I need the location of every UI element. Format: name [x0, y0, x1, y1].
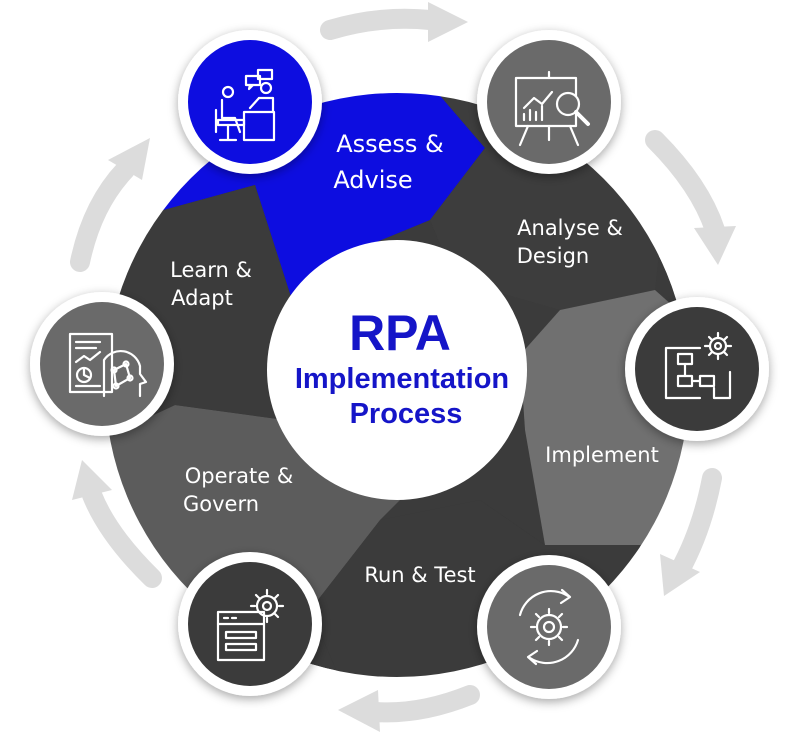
step-label-assess-line1: Assess & [336, 130, 444, 158]
arrow-top [320, 8, 440, 40]
step-node-analyse-design[interactable] [477, 30, 621, 174]
center-circle [267, 240, 527, 500]
arrow-right-upper-head [694, 226, 736, 265]
step-node-assess-advise[interactable] [178, 30, 322, 174]
arrow-left-lower [82, 485, 162, 588]
step-label-analyse-line2: Design [517, 244, 590, 268]
step-node-learn-adapt[interactable] [30, 292, 174, 436]
report-ai-head-icon [68, 332, 148, 398]
arrow-left-upper-head [108, 138, 150, 180]
center-subtitle-line2: Process [350, 398, 463, 430]
flowchart-gear-icon [664, 331, 733, 400]
step-node-implement[interactable] [625, 297, 769, 441]
arrow-bottom-head [338, 690, 380, 732]
step-label-analyse-line1: Analyse & [517, 216, 623, 240]
step-node-run-test[interactable] [477, 555, 621, 699]
gear-cycle-icon [518, 588, 580, 666]
arrow-right-upper [645, 130, 725, 240]
step-label-assess-line2: Advise [333, 166, 412, 194]
center-title: RPA [349, 305, 451, 361]
step-label-operate-line1: Operate & [185, 464, 294, 488]
arrow-left-upper [70, 160, 135, 272]
window-gear-icon [216, 588, 285, 662]
center-subtitle-line1: Implementation [295, 363, 509, 395]
arrow-right-lower-head [660, 554, 700, 596]
arrow-top-head [428, 2, 468, 42]
presentation-analysis-icon [514, 70, 590, 147]
consultation-icon [214, 68, 276, 142]
segment-analyse-design [418, 93, 665, 310]
step-label-run-test: Run & Test [364, 563, 475, 587]
segment-assess-advise [120, 93, 485, 300]
step-label-operate-line2: Govern [183, 492, 259, 516]
step-label-learn-line1: Learn & [170, 258, 252, 282]
arrow-bottom [365, 685, 480, 723]
step-label-learn-line2: Adapt [171, 286, 233, 310]
step-label-implement: Implement [545, 443, 659, 467]
arrow-left-lower-head [72, 460, 112, 500]
cycle-arrows [70, 2, 736, 732]
arrow-right-lower [670, 468, 722, 580]
